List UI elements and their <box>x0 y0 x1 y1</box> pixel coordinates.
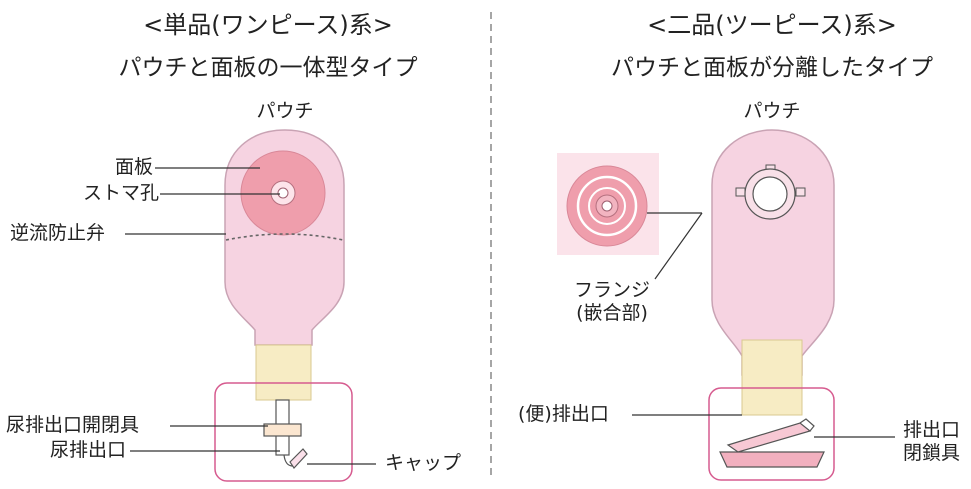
right-leader-lines <box>632 212 895 438</box>
highlight-box-right <box>708 387 835 481</box>
flange-center <box>601 200 613 212</box>
pouch-coupling-ring <box>735 164 806 220</box>
stoma-hole-label: ストマ孔 <box>82 182 159 204</box>
stool-outlet-label: (便)排出口 <box>518 403 609 425</box>
flange-label-line2: (嵌合部) <box>576 302 648 324</box>
flange-ring-outer <box>576 175 638 237</box>
cap-strap <box>283 454 294 467</box>
faceplate-label: 面板 <box>114 156 153 178</box>
left-header: <単品(ワンピース)系> <box>143 11 393 39</box>
two-piece-pouch <box>711 129 835 416</box>
closure-label-line1: 排出口 <box>903 419 961 441</box>
right-header: <二品(ツーピース)系> <box>647 11 897 39</box>
right-outlet-detail <box>708 387 835 481</box>
closure-lid <box>726 422 812 453</box>
flange-ring-inner <box>588 187 626 225</box>
right-pouch-label: パウチ <box>743 100 801 122</box>
one-piece-pouch <box>224 129 345 401</box>
left-subheader: パウチと面板の一体型タイプ <box>118 55 418 81</box>
flange-detail <box>557 153 659 255</box>
antireflux-valve-line <box>225 233 344 241</box>
stoma-hole-left <box>277 187 289 199</box>
closure-base <box>719 451 825 468</box>
left-outlet-detail <box>214 382 353 482</box>
cap-shape <box>289 448 308 469</box>
pouch-neck-left <box>255 344 312 401</box>
antireflux-valve-label: 逆流防止弁 <box>10 222 106 244</box>
left-pouch-label: パウチ <box>256 100 314 122</box>
highlight-box-left <box>214 382 353 482</box>
outlet-clamp <box>263 423 302 437</box>
flange-label-line1: フランジ <box>573 279 651 301</box>
outlet-opener-label: 尿排出口開閉具 <box>6 414 140 436</box>
left-leader-lines <box>125 167 376 465</box>
closure-hinge <box>799 418 815 432</box>
right-subheader: パウチと面板が分離したタイプ <box>611 55 933 81</box>
pouch-neck-right <box>741 339 803 416</box>
closure-label-line2: 閉鎖具 <box>903 442 961 464</box>
cap-label: キャップ <box>385 452 462 474</box>
urine-outlet-label: 尿排出口 <box>50 439 127 461</box>
